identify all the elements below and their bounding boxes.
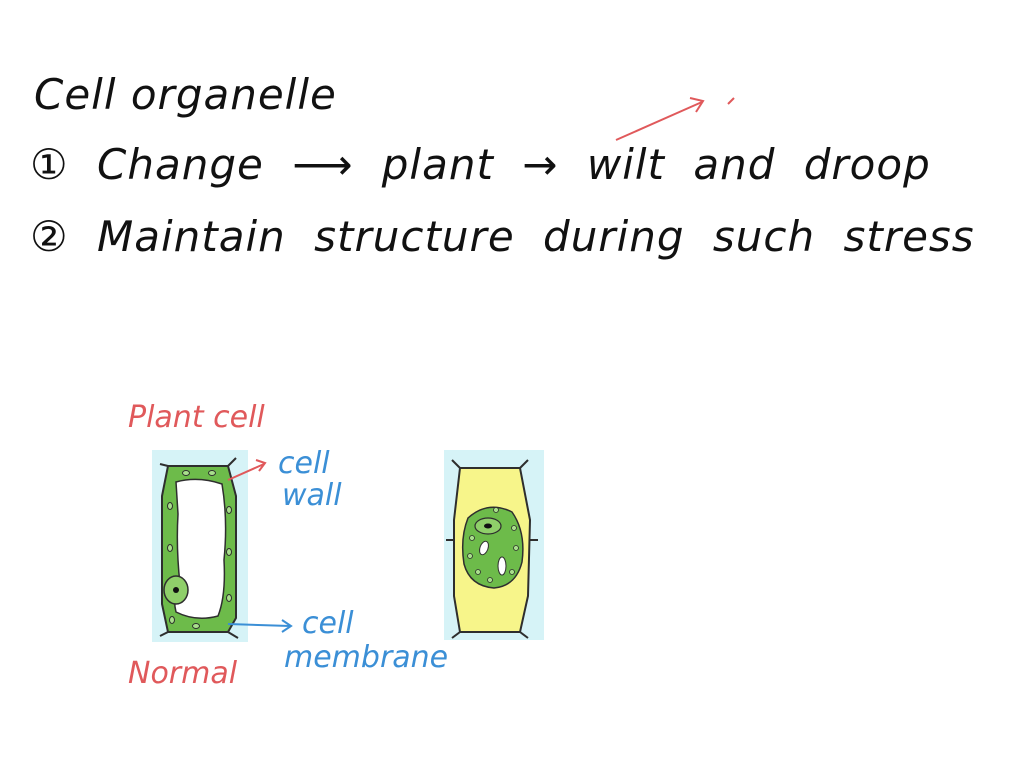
normal-cell-nucleolus (173, 587, 179, 593)
normal-cell-chloroplasts (167, 470, 232, 629)
cell-membrane-arrow (227, 619, 293, 633)
step-1-word-wilt: wilt (586, 140, 665, 189)
step-2-word-such: such (712, 212, 816, 261)
step-1-word-and: and (693, 140, 776, 189)
plant-cell-title: Plant cell (128, 400, 265, 435)
step-2-word-structure: structure (314, 212, 515, 261)
cell-membrane-label-line-1: cell (302, 606, 354, 641)
page-heading: Cell organelle (34, 70, 337, 119)
cell-wall-label-line-2: wall (282, 478, 342, 513)
step-2-word-maintain: Maintain (97, 212, 286, 261)
plasmolysed-plant-cell (444, 450, 544, 640)
normal-plant-cell (152, 450, 248, 642)
step-1-word-plant: plant (381, 140, 494, 189)
step-1-line: ① Change ⟶ plant → wilt and droop (30, 140, 945, 189)
cell-membrane-label-line-2: membrane (284, 640, 449, 675)
normal-cell-caption: Normal (128, 656, 238, 691)
plasmolysed-nucleolus (484, 523, 492, 529)
step-1-word-droop: droop (803, 140, 931, 189)
plasmolysed-vacuoles (479, 540, 507, 576)
step-2-word-during: during (543, 212, 685, 261)
red-pointer-arrow (615, 97, 735, 141)
step-2-marker: ② (30, 212, 69, 261)
cell-wall-label-line-1: cell (278, 446, 330, 481)
step-2-line: ② Maintain structure during such stress (30, 212, 989, 261)
plasmolysed-chloroplasts (467, 507, 519, 583)
step-2-word-stress: stress (843, 212, 975, 261)
step-1-marker: ① (30, 140, 69, 189)
cell-wall-arrow (227, 459, 267, 481)
step-1-word-change: Change (97, 140, 264, 189)
step-1-arrow: → (522, 140, 559, 189)
step-1-long-arrow: ⟶ (292, 140, 354, 189)
